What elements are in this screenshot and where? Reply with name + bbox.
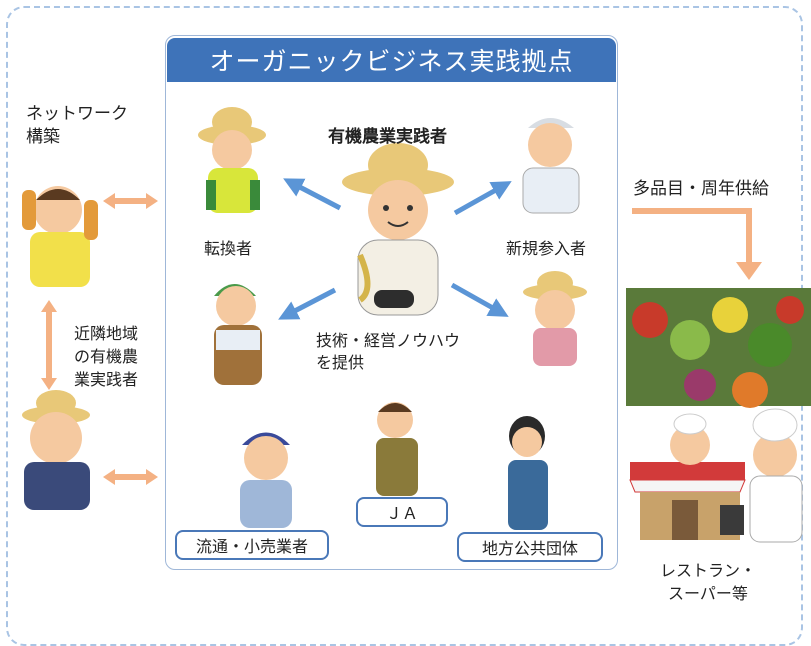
farmer-cap-figure — [214, 284, 262, 385]
nearby-label-line3: 業実践者 — [74, 370, 139, 389]
distribution-box: 流通・小売業者 — [175, 530, 329, 560]
arrow-to-newcomer-bottom — [450, 282, 509, 317]
distribution-worker-figure — [240, 432, 292, 528]
gov-worker-figure — [508, 416, 548, 530]
vegetables-image — [626, 288, 811, 408]
newcomer-man-figure — [522, 118, 580, 214]
converter-label: 転換者 — [204, 239, 253, 258]
nearby-label-line2: の有機農 — [74, 347, 139, 366]
nearby-label-line1: 近隣地域 — [74, 324, 139, 343]
arrow-to-newcomer-top — [453, 181, 512, 216]
ja-box: ＪＡ — [356, 497, 448, 527]
arrow-to-farmer-left — [278, 287, 337, 320]
diagram-graphics — [22, 107, 811, 543]
local-gov-box: 地方公共団体 — [457, 532, 603, 562]
converter-figure — [198, 107, 266, 213]
arrow-supply — [632, 208, 762, 280]
center-caption-line1: 技術・経営ノウハウ — [316, 331, 461, 350]
orange-arrows — [41, 193, 762, 485]
center-farmer-figure — [342, 143, 454, 316]
supply-label: 多品目・周年供給 — [633, 179, 769, 199]
network-label-line1: ネットワーク — [26, 104, 128, 124]
restaurant-label-line1: レストラン・ — [660, 561, 757, 580]
center-caption-line2: を提供 — [316, 353, 365, 372]
nearby-farmer-figure — [22, 390, 90, 510]
ja-worker-figure — [376, 402, 418, 496]
newcomer-woman-figure — [523, 271, 587, 366]
arrow-network-bottom — [103, 469, 158, 485]
hub-title: オーガニックビジネス実践拠点 — [167, 38, 616, 82]
arrow-network-top — [103, 193, 158, 209]
network-farmer-figure — [22, 186, 98, 287]
arrow-vertical-left — [41, 300, 57, 390]
restaurant-image — [629, 408, 803, 543]
center-label: 有機農業実践者 — [328, 127, 447, 147]
arrow-to-converter — [283, 178, 342, 211]
restaurant-label-line2: スーパー等 — [668, 584, 748, 603]
network-label-line2: 構築 — [26, 127, 60, 147]
newcomer-label: 新規参入者 — [506, 239, 587, 258]
